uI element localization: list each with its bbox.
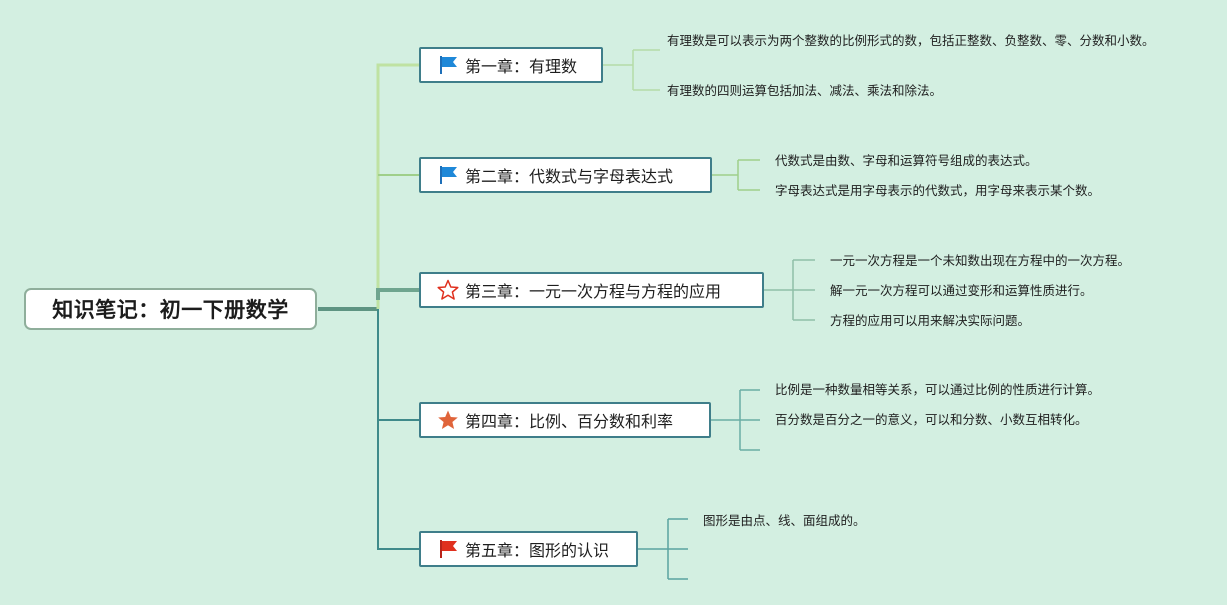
red-flag-icon xyxy=(437,538,461,560)
chapter-1-node[interactable]: 第一章：有理数 xyxy=(419,47,603,83)
outline-star-icon xyxy=(437,279,461,301)
chapter-4-note-2: 百分数是百分之一的意义，可以和分数、小数互相转化。 xyxy=(775,412,1088,427)
chapter-4-node[interactable]: 第四章：比例、百分数和利率 xyxy=(419,402,711,438)
chapter-3-title: 第三章：一元一次方程与方程的应用 xyxy=(465,282,722,301)
chapter-2-node[interactable]: 第二章：代数式与字母表达式 xyxy=(419,157,712,193)
chapter-5-note-1: 图形是由点、线、面组成的。 xyxy=(703,513,866,528)
chapter-2-note-2: 字母表达式是用字母表示的代数式，用字母来表示某个数。 xyxy=(775,183,1101,198)
root-title: 知识笔记：初一下册数学 xyxy=(52,298,289,322)
chapter-4-title: 第四章：比例、百分数和利率 xyxy=(465,412,674,431)
chapter-2-note-1: 代数式是由数、字母和运算符号组成的表达式。 xyxy=(775,153,1038,168)
filled-star-icon xyxy=(437,409,461,431)
chapter-5-title: 第五章：图形的认识 xyxy=(465,541,610,560)
chapter-4-note-1: 比例是一种数量相等关系，可以通过比例的性质进行计算。 xyxy=(775,382,1101,397)
chapter-3-note-3: 方程的应用可以用来解决实际问题。 xyxy=(830,313,1031,328)
blue-flag-icon xyxy=(437,54,461,76)
chapter-2-title: 第二章：代数式与字母表达式 xyxy=(465,167,674,186)
chapter-3-note-2: 解一元一次方程可以通过变形和运算性质进行。 xyxy=(830,283,1093,298)
chapter-1-note-2: 有理数的四则运算包括加法、减法、乘法和除法。 xyxy=(667,83,943,98)
root-topic[interactable]: 知识笔记：初一下册数学 xyxy=(24,288,317,330)
chapter-3-note-1: 一元一次方程是一个未知数出现在方程中的一次方程。 xyxy=(830,253,1131,268)
chapter-5-node[interactable]: 第五章：图形的认识 xyxy=(419,531,638,567)
chapter-3-node[interactable]: 第三章：一元一次方程与方程的应用 xyxy=(419,272,764,308)
blue-flag-icon xyxy=(437,164,461,186)
chapter-1-title: 第一章：有理数 xyxy=(465,57,578,76)
chapter-1-note-1: 有理数是可以表示为两个整数的比例形式的数，包括正整数、负整数、零、分数和小数。 xyxy=(667,33,1155,48)
